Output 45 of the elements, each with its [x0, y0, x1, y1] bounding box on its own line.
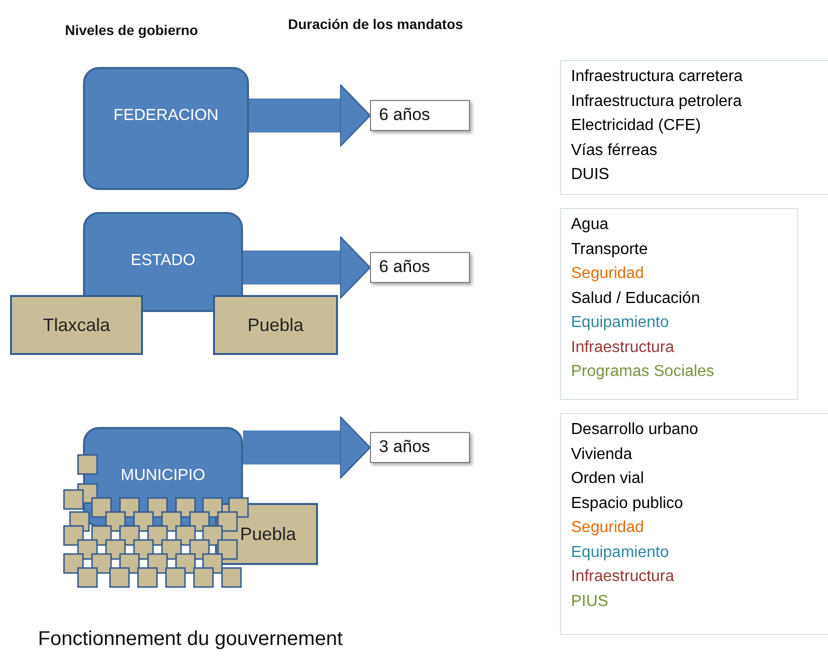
term-label: 6 años	[379, 257, 430, 276]
region-label: Puebla	[247, 314, 304, 336]
list-item: Vías férreas	[571, 140, 658, 160]
column-heading: Duración de los mandatos	[288, 16, 464, 32]
caption: Fonctionnement du gouvernement	[38, 628, 343, 651]
column-heading: Niveles de gobierno	[65, 22, 198, 38]
responsibility-list-box	[560, 413, 828, 635]
term-box	[370, 100, 470, 131]
responsibility-list-box	[560, 60, 828, 195]
level-label: FEDERACION	[114, 107, 218, 126]
list-item: Agua	[571, 215, 610, 235]
region-label: Puebla	[240, 524, 296, 544]
responsibility-list-box	[560, 208, 798, 400]
list-item: Vivienda	[571, 444, 634, 464]
term-box	[370, 432, 470, 463]
list-item: Infraestructura carretera	[571, 67, 744, 87]
level-box	[83, 67, 249, 190]
list-item: Seguridad	[571, 518, 645, 538]
list-item: Orden vial	[571, 469, 645, 489]
term-label: 6 años	[379, 105, 430, 124]
level-box	[83, 212, 243, 312]
list-item: Infraestructura petrolera	[571, 92, 743, 112]
list-item: PIUS	[571, 592, 610, 612]
list-item: Infraestructura	[571, 338, 676, 358]
list-item: Equipamiento	[571, 313, 670, 333]
block-arrow	[243, 236, 371, 300]
block-arrow	[249, 84, 371, 148]
region-box	[10, 295, 143, 355]
term-label: 3 años	[379, 437, 430, 456]
block-arrow	[243, 416, 371, 480]
list-item: Infraestructura	[571, 567, 676, 587]
level-label: MUNICIPIO	[120, 467, 206, 486]
term-box	[370, 252, 470, 283]
list-item: Desarrollo urbano	[571, 420, 700, 440]
list-item: Electricidad (CFE)	[571, 116, 702, 136]
list-item: Seguridad	[571, 264, 645, 284]
region-box	[213, 295, 338, 355]
list-item: DUIS	[571, 165, 610, 185]
list-item: Transporte	[571, 240, 649, 260]
level-label: ESTADO	[130, 252, 196, 271]
region-label: Tlaxcala	[42, 314, 110, 336]
list-item: Programas Sociales	[571, 362, 716, 382]
list-item: Equipamiento	[571, 542, 670, 562]
list-item: Salud / Educación	[571, 288, 701, 308]
list-item: Espacio publico	[571, 494, 684, 514]
